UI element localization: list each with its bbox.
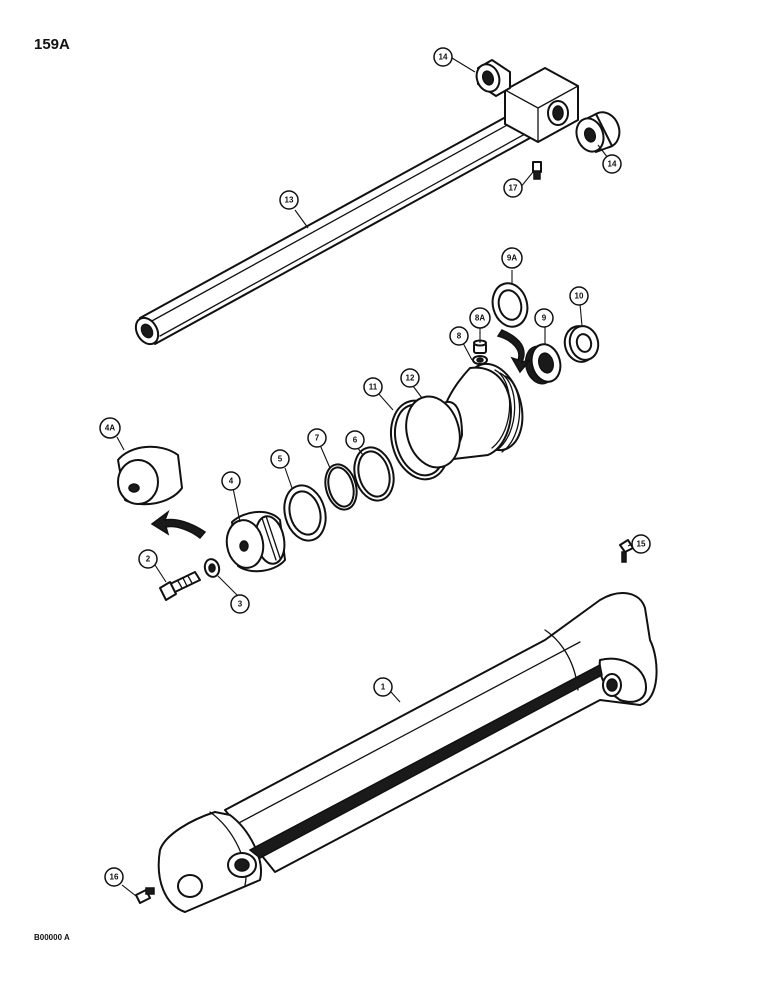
piston-rod xyxy=(134,111,531,346)
bushing-14-upper xyxy=(475,59,511,97)
callout-label: 8 xyxy=(457,332,462,341)
assembly-arrow-right xyxy=(496,329,533,374)
callout-10: 10 xyxy=(569,286,589,306)
callout-label: 8A xyxy=(475,314,485,323)
grease-fitting-15 xyxy=(619,539,634,563)
callout-label: 9A xyxy=(507,254,517,263)
callout-label: 7 xyxy=(315,434,320,443)
callout-14-lower: 14 xyxy=(602,154,622,174)
callout-17: 17 xyxy=(503,178,523,198)
bushing-14-lower xyxy=(575,111,621,153)
callout-13: 13 xyxy=(279,190,299,210)
washer-3 xyxy=(203,558,221,578)
callout-label: 15 xyxy=(637,540,646,549)
callout-14-upper: 14 xyxy=(433,47,453,67)
callout-label: 5 xyxy=(278,455,283,464)
callout-label: 4 xyxy=(229,477,234,486)
callout-label: 10 xyxy=(575,292,584,301)
grease-fitting-16 xyxy=(135,887,155,904)
piston-4 xyxy=(225,511,286,573)
callout-5: 5 xyxy=(270,449,290,469)
rod-eye-block xyxy=(504,67,579,143)
callout-7: 7 xyxy=(307,428,327,448)
cylinder-barrel xyxy=(157,592,658,913)
callout-label: 3 xyxy=(238,600,243,609)
callout-3: 3 xyxy=(230,594,250,614)
piston-4a xyxy=(117,445,183,506)
callout-label: 12 xyxy=(406,374,415,383)
callout-4: 4 xyxy=(221,471,241,491)
callout-6: 6 xyxy=(345,430,365,450)
callout-1: 1 xyxy=(373,677,393,697)
callout-label: 17 xyxy=(509,184,518,193)
callout-label: 4A xyxy=(105,424,115,433)
callout-label: 11 xyxy=(369,383,378,392)
callout-8: 8 xyxy=(449,326,469,346)
callout-label: 6 xyxy=(353,436,358,445)
callout-4a: 4A xyxy=(99,417,121,439)
backup-ring-12 xyxy=(405,395,461,469)
figure-code: B00000 A xyxy=(34,933,70,942)
callout-9: 9 xyxy=(534,308,554,328)
callout-11: 11 xyxy=(363,377,383,397)
callout-label: 2 xyxy=(146,555,151,564)
bolt-2 xyxy=(159,571,201,601)
callout-9a: 9A xyxy=(501,247,523,269)
assembly-arrow-left xyxy=(150,509,207,540)
callout-label: 16 xyxy=(110,873,119,882)
callout-label: 14 xyxy=(439,53,448,62)
page-number: 159A xyxy=(34,36,70,53)
callout-8a: 8A xyxy=(469,307,491,329)
grease-fitting-17 xyxy=(532,161,542,180)
wear-ring-6 xyxy=(353,446,395,502)
callout-12: 12 xyxy=(400,368,420,388)
callout-2: 2 xyxy=(138,549,158,569)
leader-lines xyxy=(116,57,633,897)
callout-label: 13 xyxy=(285,196,294,205)
rod-seal-9 xyxy=(524,343,562,385)
callout-label: 14 xyxy=(608,160,617,169)
ring-9a xyxy=(491,282,529,328)
callout-16: 16 xyxy=(104,867,124,887)
callout-label: 1 xyxy=(381,683,386,692)
wiper-10 xyxy=(563,325,600,363)
callout-15: 15 xyxy=(631,534,651,554)
o-ring-7 xyxy=(324,463,358,511)
callout-label: 9 xyxy=(542,314,547,323)
seal-5 xyxy=(283,484,327,542)
